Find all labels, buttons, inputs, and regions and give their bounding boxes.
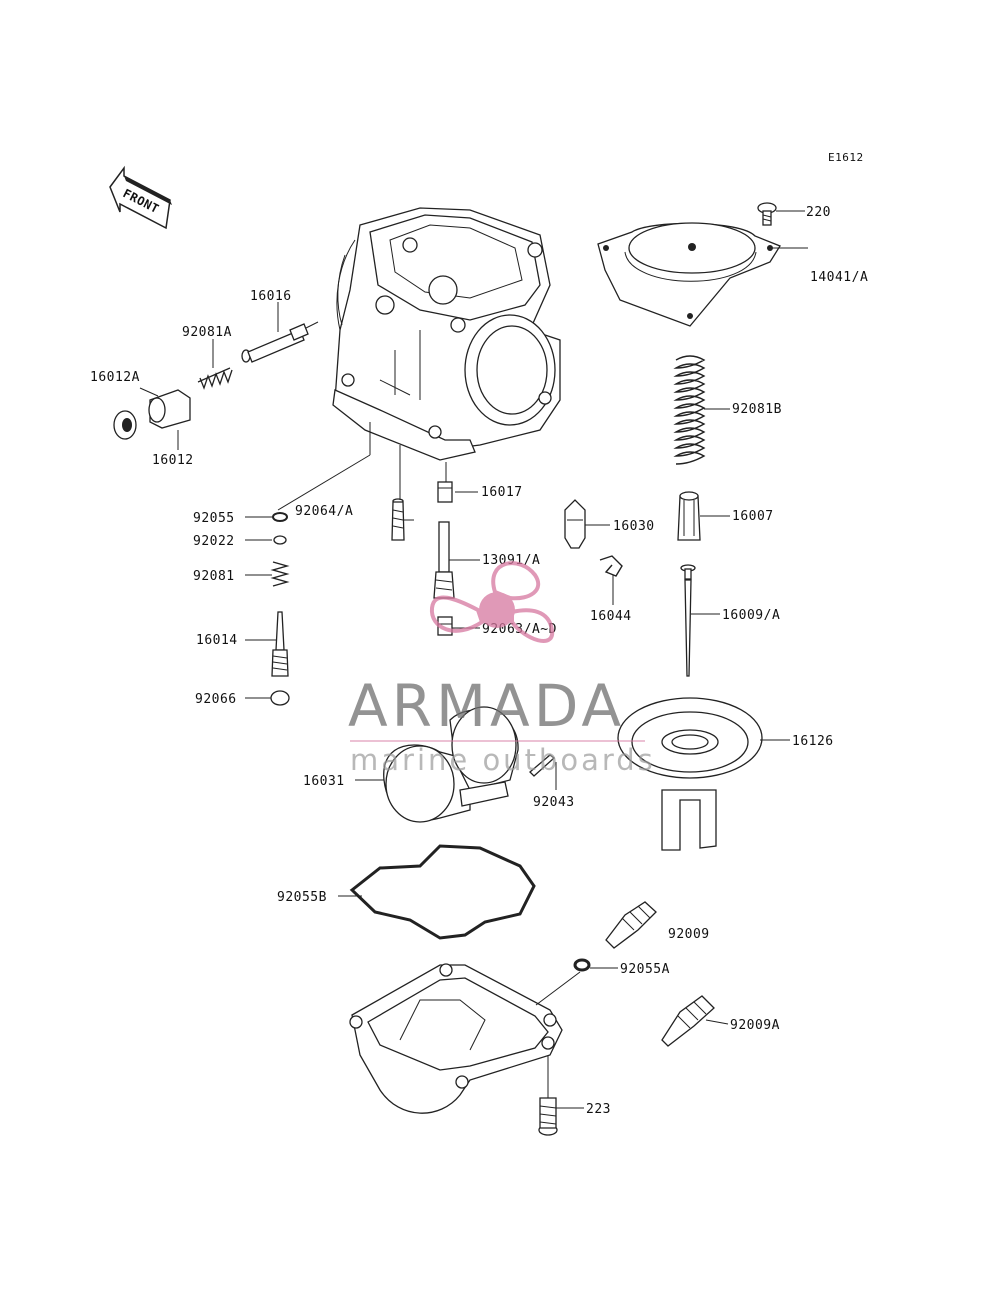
label-16017: 16017 (481, 485, 523, 500)
label-223: 223 (586, 1102, 611, 1117)
label-16126: 16126 (792, 734, 834, 749)
label-16016: 16016 (250, 289, 292, 304)
label-16009A: 16009/A (722, 608, 780, 623)
label-16012A: 16012A (90, 370, 140, 385)
cap-92066 (270, 690, 290, 706)
leader-lines (139, 210, 808, 1109)
mixture-screw (271, 611, 289, 677)
front-arrow-icon: FRONT (109, 165, 172, 230)
label-92081B: 92081B (732, 402, 782, 417)
clip (599, 555, 623, 577)
screw-92009 (605, 901, 657, 949)
label-92022: 92022 (193, 534, 235, 549)
screw-92009A (661, 995, 715, 1047)
jet-needle (680, 564, 696, 677)
label-92043: 92043 (533, 795, 575, 810)
label-220: 220 (806, 205, 831, 220)
o-ring-92055 (272, 512, 288, 522)
propeller-blade-icon (491, 561, 541, 601)
spring-92081A (197, 367, 233, 390)
cap-washer (113, 389, 191, 440)
screw-223 (538, 1097, 558, 1136)
label-16044: 16044 (590, 609, 632, 624)
label-92055A: 92055A (620, 962, 670, 977)
label-13091A: 13091/A (482, 553, 540, 568)
label-92009A: 92009A (730, 1018, 780, 1033)
label-92081A: 92081A (182, 325, 232, 340)
float (383, 706, 519, 823)
label-92066: 92066 (195, 692, 237, 707)
watermark-logo (429, 561, 555, 643)
label-16030: 16030 (613, 519, 655, 534)
float-bowl (349, 963, 563, 1114)
screw-220 (757, 202, 777, 226)
label-16031: 16031 (303, 774, 345, 789)
needle-holder (677, 491, 701, 541)
carburetor-body (332, 207, 561, 461)
label-14041A: 14041/A (810, 270, 868, 285)
propeller-icon (479, 592, 515, 628)
diagram-code: E1612 (828, 151, 864, 164)
propeller-blade-icon (510, 608, 555, 643)
pin (529, 754, 556, 777)
label-92055: 92055 (193, 511, 235, 526)
label-92055B: 92055B (277, 890, 327, 905)
pilot-screw (241, 321, 319, 363)
label-92081: 92081 (193, 569, 235, 584)
spring-92081 (270, 561, 290, 587)
label-16012: 16012 (152, 453, 194, 468)
float-valve (564, 499, 586, 549)
o-ring-92055A (573, 958, 591, 972)
label-92064A: 92064/A (295, 504, 353, 519)
watermark-brand: ARMADA (348, 672, 625, 740)
screw-92064 (391, 498, 405, 541)
propeller-blade-icon (429, 595, 485, 633)
washer-92022 (273, 535, 287, 545)
diaphragm-piston (617, 697, 763, 851)
watermark-tagline: marine outboards (350, 743, 656, 777)
float-bowl-gasket (349, 844, 536, 940)
jet-16017 (437, 481, 453, 503)
spring-92081B (673, 355, 706, 465)
label-92009: 92009 (668, 927, 710, 942)
label-16014: 16014 (196, 633, 238, 648)
chamber-cover (597, 222, 781, 327)
label-16007: 16007 (732, 509, 774, 524)
